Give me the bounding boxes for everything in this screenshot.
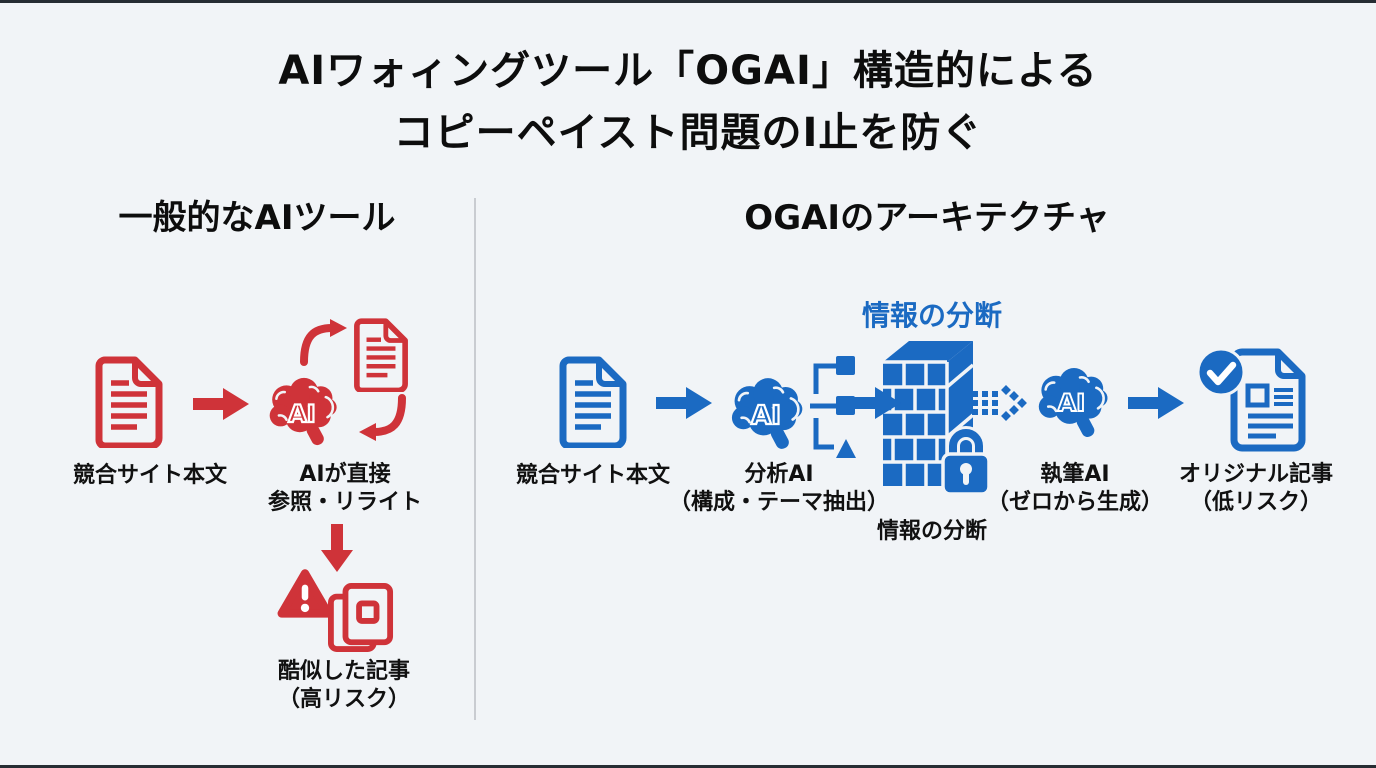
page-title: AIワォィングツール「OGAI」構造的による コピーペイスト問題のI止を防ぐ: [0, 40, 1376, 164]
output-label: オリジナル記事 （低リスク）: [1156, 461, 1356, 517]
analysis-label: 分析AI （構成・テーマ抽出）: [664, 461, 894, 517]
writer-ai-badge-text: AI: [1058, 389, 1086, 417]
left-warning-icon: [276, 566, 334, 620]
left-rewrite-label-line1: AIが直接: [299, 462, 391, 487]
dissolve-arrow-icon: [972, 384, 1030, 422]
page-title-line2: コピーペイスト問題のI止を防ぐ: [393, 110, 983, 156]
output-label-line2: （低リスク）: [1189, 490, 1322, 515]
left-source-document-icon: [93, 356, 165, 448]
left-ai-badge-text: AI: [288, 400, 316, 428]
column-divider: [474, 198, 476, 720]
writer-label-line2: （ゼロから生成）: [986, 490, 1163, 515]
left-risk-label-line2: （高リスク）: [277, 687, 410, 712]
right-source-document-icon: [557, 356, 629, 448]
left-risk-label: 酷似した記事 （高リスク）: [244, 658, 444, 714]
right-arrow3-icon: [1128, 386, 1184, 420]
left-arrow-icon: [192, 387, 250, 421]
page-title-line1: AIワォィングツール「OGAI」構造的による: [278, 48, 1098, 94]
right-arrow2-icon: [845, 386, 901, 420]
output-label-line1: オリジナル記事: [1178, 462, 1333, 487]
analysis-label-line2: （構成・テーマ抽出）: [668, 490, 889, 515]
left-rewrite-label: AIが直接 参照・リライト: [245, 461, 445, 517]
left-ai-rewrite-icon: AI: [268, 312, 412, 449]
left-column-heading: 一般的なAIツール: [118, 198, 396, 238]
firewall-label: 情報の分断: [876, 519, 987, 544]
analysis-label-line1: 分析AI: [744, 462, 814, 487]
separation-title: 情報の分断: [861, 299, 1002, 332]
bottom-edge-bar: [0, 765, 1376, 768]
analysis-ai-badge-text: AI: [751, 401, 781, 431]
analysis-ai-brain-icon: AI: [730, 350, 864, 464]
left-down-arrow-icon: [320, 524, 354, 572]
writer-ai-brain-icon: AI: [1031, 362, 1117, 441]
left-source-label: 競合サイト本文: [72, 463, 227, 488]
right-arrow1-icon: [656, 386, 712, 420]
writer-label: 執筆AI （ゼロから生成）: [975, 461, 1175, 517]
left-risk-label-line1: 酷似した記事: [277, 659, 410, 684]
original-article-check-icon: [1196, 346, 1308, 456]
top-edge-bar: [0, 0, 1376, 3]
left-rewrite-label-line2: 参照・リライト: [267, 490, 422, 515]
left-duplicate-pages-icon: [328, 582, 394, 654]
right-source-label: 競合サイト本文: [515, 463, 670, 488]
right-column-heading: OGAIのアーキテクチャ: [744, 198, 1110, 238]
writer-label-line1: 執筆AI: [1040, 462, 1110, 487]
